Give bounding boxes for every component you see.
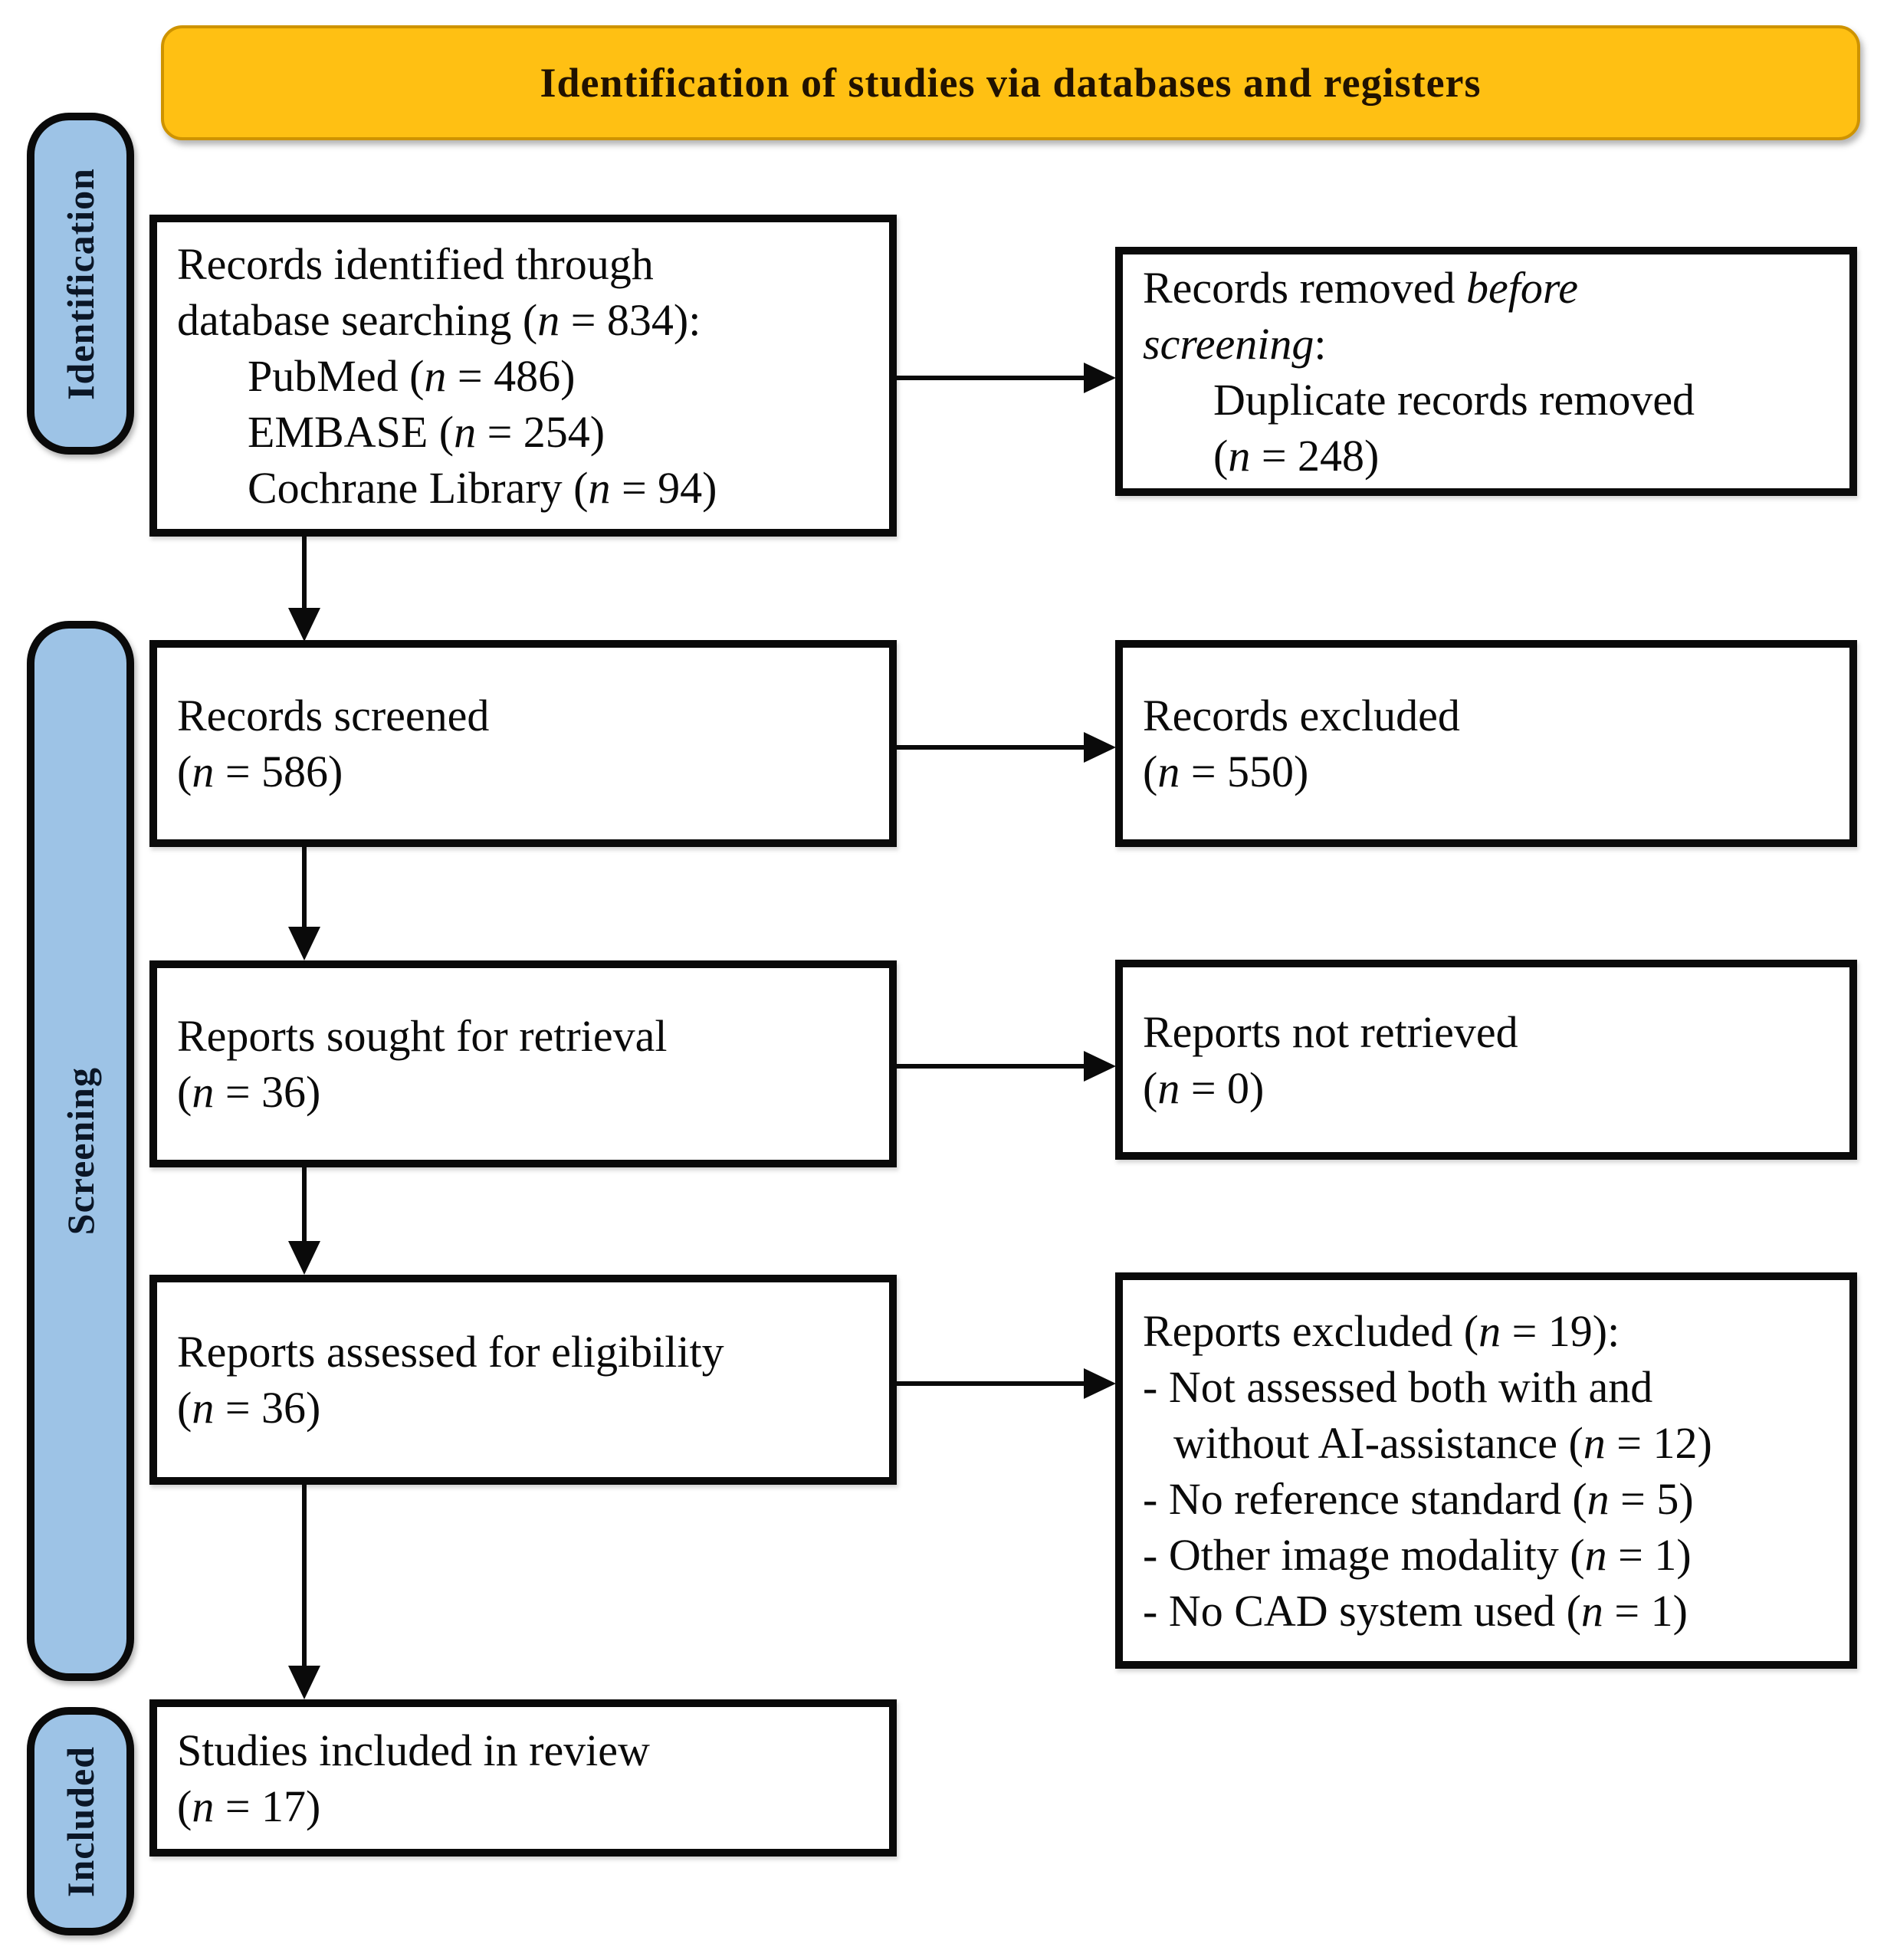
text-line: - Not assessed both with and [1143,1361,1653,1412]
text-line: without AI-assistance (n = 12) [1173,1417,1712,1468]
stage-label-screening-text: Screening [59,1066,102,1236]
flow-arrow-down-2 [302,847,307,927]
text-line: Reports assessed for eligibility [177,1327,724,1377]
text-line: Cochrane Library (n = 94) [248,462,717,513]
text-line: Reports not retrieved [1143,1006,1518,1057]
text-line: (n = 0) [1143,1062,1265,1113]
text-line: Records identified through [177,238,654,289]
text-line: (n = 36) [177,1383,321,1433]
text-line: - No CAD system used (n = 1) [1143,1585,1688,1636]
flow-arrow-down-1 [302,537,307,608]
arrow-right-icon [1084,1368,1116,1399]
banner-title: Identification of studies via databases … [540,60,1482,106]
text-line: (n = 586) [177,747,343,796]
box-studies-included: Studies included in review (n = 17) [149,1699,897,1857]
flow-arrow-right-2 [897,745,1084,750]
text-line: (n = 36) [177,1067,321,1117]
text-line: Records screened [177,691,490,740]
text-line: EMBASE (n = 254) [248,406,605,457]
text-line: Studies included in review [177,1725,650,1775]
text-line: Records removed before [1143,262,1579,313]
text-line: (n = 550) [1143,747,1309,796]
arrow-right-icon [1084,1051,1116,1082]
box-reports-sought: Reports sought for retrieval (n = 36) [149,960,897,1167]
box-reports-not-retrieved: Reports not retrieved(n = 0) [1115,960,1857,1160]
arrow-down-icon [288,1666,320,1699]
text-line: database searching (n = 834): [177,294,701,345]
box-reports-assessed: Reports assessed for eligibility (n = 36) [149,1275,897,1485]
box-records-excluded: Records excluded (n = 550) [1115,640,1857,847]
flow-arrow-down-3 [302,1167,307,1241]
text-line: Reports excluded (n = 19): [1143,1305,1620,1356]
box-reports-excluded: Reports excluded (n = 19):- Not assessed… [1115,1272,1857,1669]
arrow-right-icon [1084,732,1116,763]
arrow-down-icon [288,608,320,642]
text-line: Duplicate records removed [1213,374,1695,425]
text-line: Reports sought for retrieval [177,1011,668,1061]
text-line: PubMed (n = 486) [248,350,576,401]
banner: Identification of studies via databases … [161,25,1860,140]
text-line: - No reference standard (n = 5) [1143,1473,1694,1524]
stage-label-screening: Screening [27,621,134,1681]
text-line: Records excluded [1143,691,1460,740]
text-line: - Other image modality (n = 1) [1143,1529,1692,1580]
text-line: (n = 248) [1213,430,1380,481]
flow-arrow-right-3 [897,1064,1084,1069]
text-line: screening: [1143,318,1327,369]
flow-arrow-right-4 [897,1381,1084,1386]
arrow-down-icon [288,927,320,960]
arrow-down-icon [288,1241,320,1275]
flow-arrow-right-1 [897,376,1084,380]
box-records-screened: Records screened (n = 586) [149,640,897,847]
stage-label-included-text: Included [59,1745,102,1897]
stage-label-identification: Identification [27,113,134,455]
stage-label-identification-text: Identification [59,167,102,400]
stage-label-included: Included [27,1707,134,1935]
flow-arrow-down-4 [302,1485,307,1666]
text-line: (n = 17) [177,1781,321,1831]
arrow-right-icon [1084,363,1116,393]
